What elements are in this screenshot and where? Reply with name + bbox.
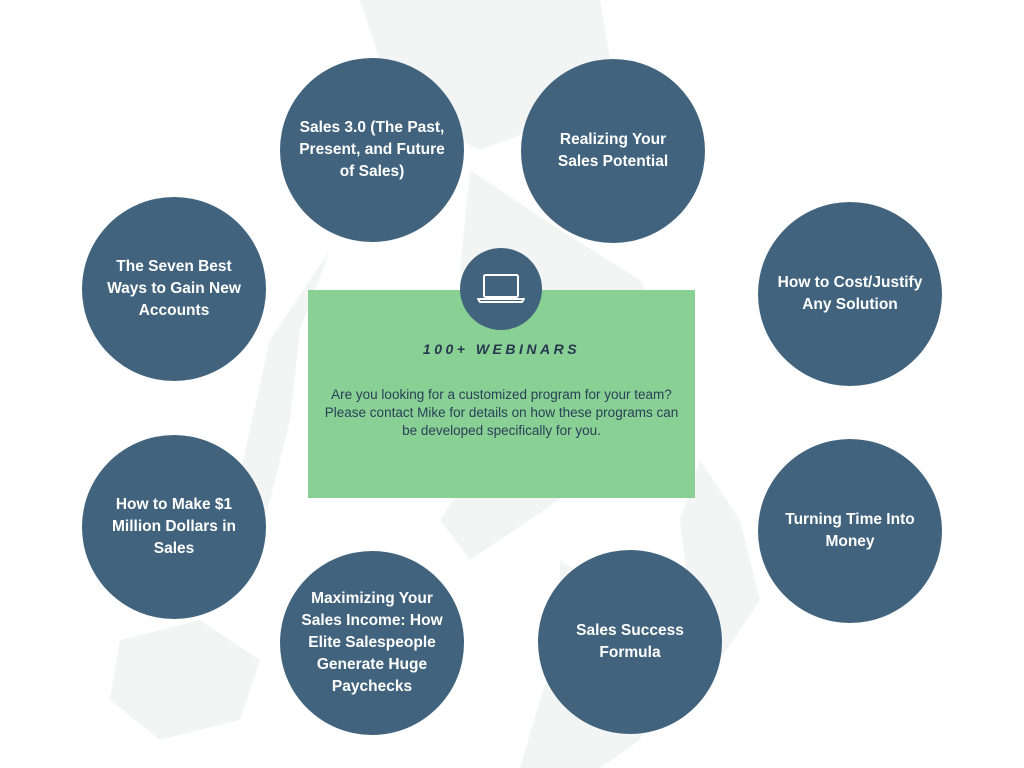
topic-label: Turning Time Into Money xyxy=(785,511,915,550)
webinars-title: 100+ WEBINARS xyxy=(422,341,581,357)
topic-circle-realizing-sales-potential: Realizing Your Sales Potential xyxy=(521,59,705,243)
topic-label: The Seven Best Ways to Gain New Accounts xyxy=(107,258,241,319)
topic-label: How to Make $1 Million Dollars in Sales xyxy=(111,496,236,557)
topic-label: Sales Success Formula xyxy=(576,622,684,661)
topic-circle-sales-3-0: Sales 3.0 (The Past, Present, and Future… xyxy=(280,58,464,242)
topic-label: How to Cost/Justify Any Solution xyxy=(777,274,923,313)
laptop-badge xyxy=(460,248,542,330)
topic-circle-make-1-million: How to Make $1 Million Dollars in Sales xyxy=(82,435,266,619)
topic-circle-turning-time-into-money: Turning Time Into Money xyxy=(758,439,942,623)
webinars-info-box: 100+ WEBINARS Are you looking for a cust… xyxy=(308,290,695,498)
topic-label: Sales 3.0 (The Past, Present, and Future… xyxy=(299,119,445,180)
topic-circle-seven-best-ways: The Seven Best Ways to Gain New Accounts xyxy=(82,197,266,381)
topic-circle-cost-justify: How to Cost/Justify Any Solution xyxy=(758,202,942,386)
topic-circle-maximizing-sales-income: Maximizing Your Sales Income: How Elite … xyxy=(280,551,464,735)
topic-circle-sales-success-formula: Sales Success Formula xyxy=(538,550,722,734)
topic-label: Maximizing Your Sales Income: How Elite … xyxy=(301,590,443,695)
laptop-icon xyxy=(477,274,525,303)
webinars-description: Are you looking for a customized program… xyxy=(324,387,679,438)
topic-label: Realizing Your Sales Potential xyxy=(557,131,669,170)
